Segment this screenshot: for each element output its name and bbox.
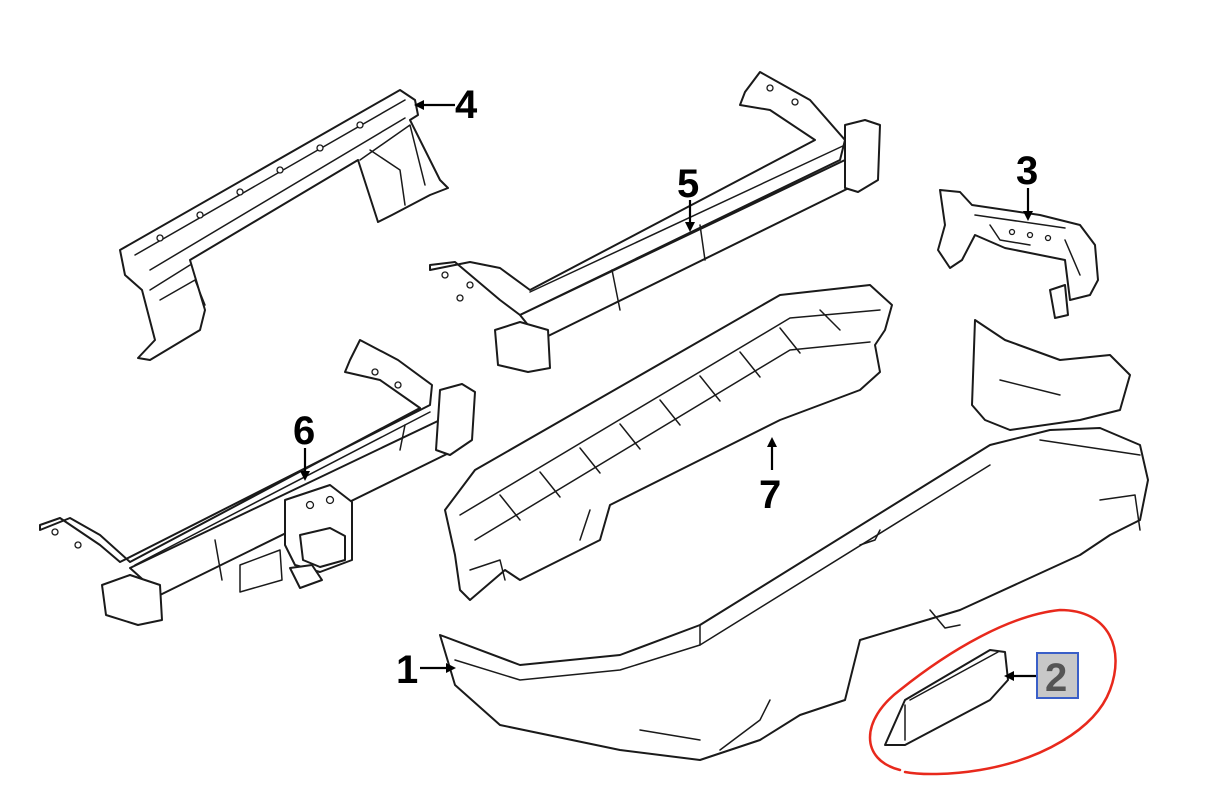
callout-7[interactable]: 7: [759, 473, 781, 517]
callout-1[interactable]: 1: [396, 648, 418, 692]
arrow-head-2: [1004, 671, 1014, 681]
leader-lines: [300, 100, 1038, 681]
highlight-circle: [868, 608, 1117, 776]
callout-2[interactable]: 2: [1045, 656, 1067, 700]
arrow-head-3: [1023, 211, 1033, 221]
callout-2-box: [1036, 652, 1079, 699]
part-5-beam[interactable]: [429, 71, 881, 373]
arrow-head-4: [414, 100, 424, 110]
arrow-head-6: [300, 471, 310, 481]
callout-6[interactable]: 6: [293, 409, 315, 453]
arrow-head-7: [767, 437, 777, 447]
part-2-reflector[interactable]: [884, 649, 1009, 746]
part-3-side-bracket[interactable]: [937, 189, 1099, 319]
part-6-tow-beam[interactable]: [39, 339, 476, 626]
callout-5[interactable]: 5: [677, 162, 699, 206]
part-1-bumper-cover[interactable]: [439, 319, 1149, 761]
arrow-head-1: [446, 663, 456, 673]
arrow-head-5: [685, 222, 695, 232]
callout-4[interactable]: 4: [455, 83, 478, 127]
callout-3[interactable]: 3: [1016, 149, 1038, 193]
part-7-energy-absorber[interactable]: [444, 284, 893, 601]
part-4-bracket[interactable]: [119, 89, 449, 361]
